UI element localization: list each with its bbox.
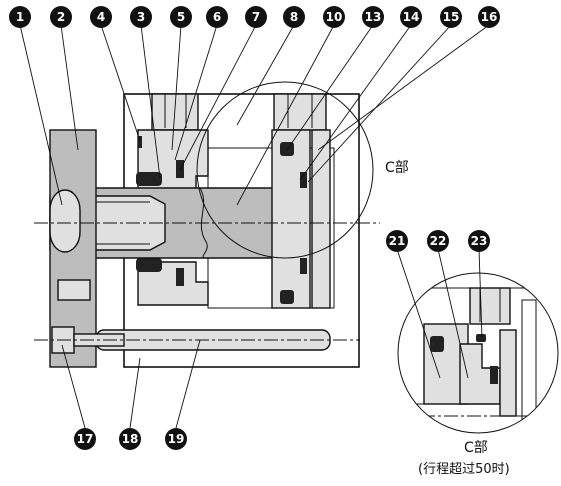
svg-text:18: 18 (122, 432, 139, 446)
detail-head-cover (499, 329, 517, 417)
svg-text:7: 7 (252, 10, 260, 24)
callouts-bottom: 17 18 19 (74, 428, 187, 450)
svg-text:21: 21 (389, 234, 406, 248)
callout-badge: 21 (386, 230, 408, 252)
wear-ring-bottom (176, 268, 184, 286)
callout-badge: 1 (9, 6, 31, 28)
callout-badge: 22 (427, 230, 449, 252)
svg-text:8: 8 (290, 10, 298, 24)
callout-badge: 6 (206, 6, 228, 28)
svg-text:3: 3 (137, 10, 145, 24)
plate-hole (57, 279, 91, 301)
callout-badge: 16 (478, 6, 500, 28)
port-boss-right (273, 93, 327, 131)
piston (271, 129, 311, 309)
rod-seal-bottom (136, 258, 162, 272)
piston-seal-bottom (280, 290, 294, 304)
svg-text:17: 17 (77, 432, 94, 446)
svg-text:5: 5 (177, 10, 185, 24)
callout-badge: 14 (400, 6, 422, 28)
callout-badge: 2 (50, 6, 72, 28)
svg-text:4: 4 (97, 10, 105, 24)
svg-text:16: 16 (481, 10, 498, 24)
detail-subcaption: (行程超过50时) (418, 462, 510, 477)
main-cylinder-section (34, 81, 380, 368)
svg-text:6: 6 (213, 10, 221, 24)
callout-badge: 7 (245, 6, 267, 28)
svg-text:23: 23 (471, 234, 488, 248)
callout-badge: 23 (468, 230, 490, 252)
callouts-top: 1 2 4 3 5 6 7 8 10 13 14 15 16 (9, 6, 500, 28)
callout-badge: 13 (362, 6, 384, 28)
leader-lines (19, 24, 490, 429)
callout-badge: 3 (130, 6, 152, 28)
svg-text:1: 1 (16, 10, 24, 24)
wear-ring-top (176, 160, 184, 178)
callout-badge: 8 (283, 6, 305, 28)
callout-badge: 19 (165, 428, 187, 450)
detail-caption: C部 (464, 440, 488, 456)
callout-badge: 15 (440, 6, 462, 28)
detail-small-seal (476, 334, 486, 342)
section-label: C部 (385, 160, 409, 176)
svg-text:22: 22 (430, 234, 447, 248)
magnet-top (300, 172, 307, 188)
svg-text:15: 15 (443, 10, 460, 24)
callout-badge: 10 (323, 6, 345, 28)
callout-badge: 18 (119, 428, 141, 450)
retaining-ring (138, 136, 142, 148)
piston-seal-top (280, 142, 294, 156)
detail-magnet (490, 366, 498, 384)
svg-text:10: 10 (326, 10, 343, 24)
rod-cover-bottom (137, 261, 209, 306)
callout-badge: 17 (74, 428, 96, 450)
head-cover-plate (311, 129, 331, 309)
svg-text:14: 14 (403, 10, 420, 24)
svg-text:2: 2 (57, 10, 65, 24)
detail-view: 21 22 23 C部 (行程超过50时) (386, 230, 559, 477)
svg-text:19: 19 (168, 432, 185, 446)
magnet-bottom (300, 258, 307, 274)
rod-seal-top (136, 172, 162, 186)
callout-badge: 5 (170, 6, 192, 28)
callout-badge: 4 (90, 6, 112, 28)
detail-frame-circle (397, 272, 559, 434)
detail-circle-c (196, 81, 374, 259)
detail-piston-seal (430, 336, 444, 352)
plate-boss (49, 189, 81, 253)
svg-text:13: 13 (365, 10, 382, 24)
